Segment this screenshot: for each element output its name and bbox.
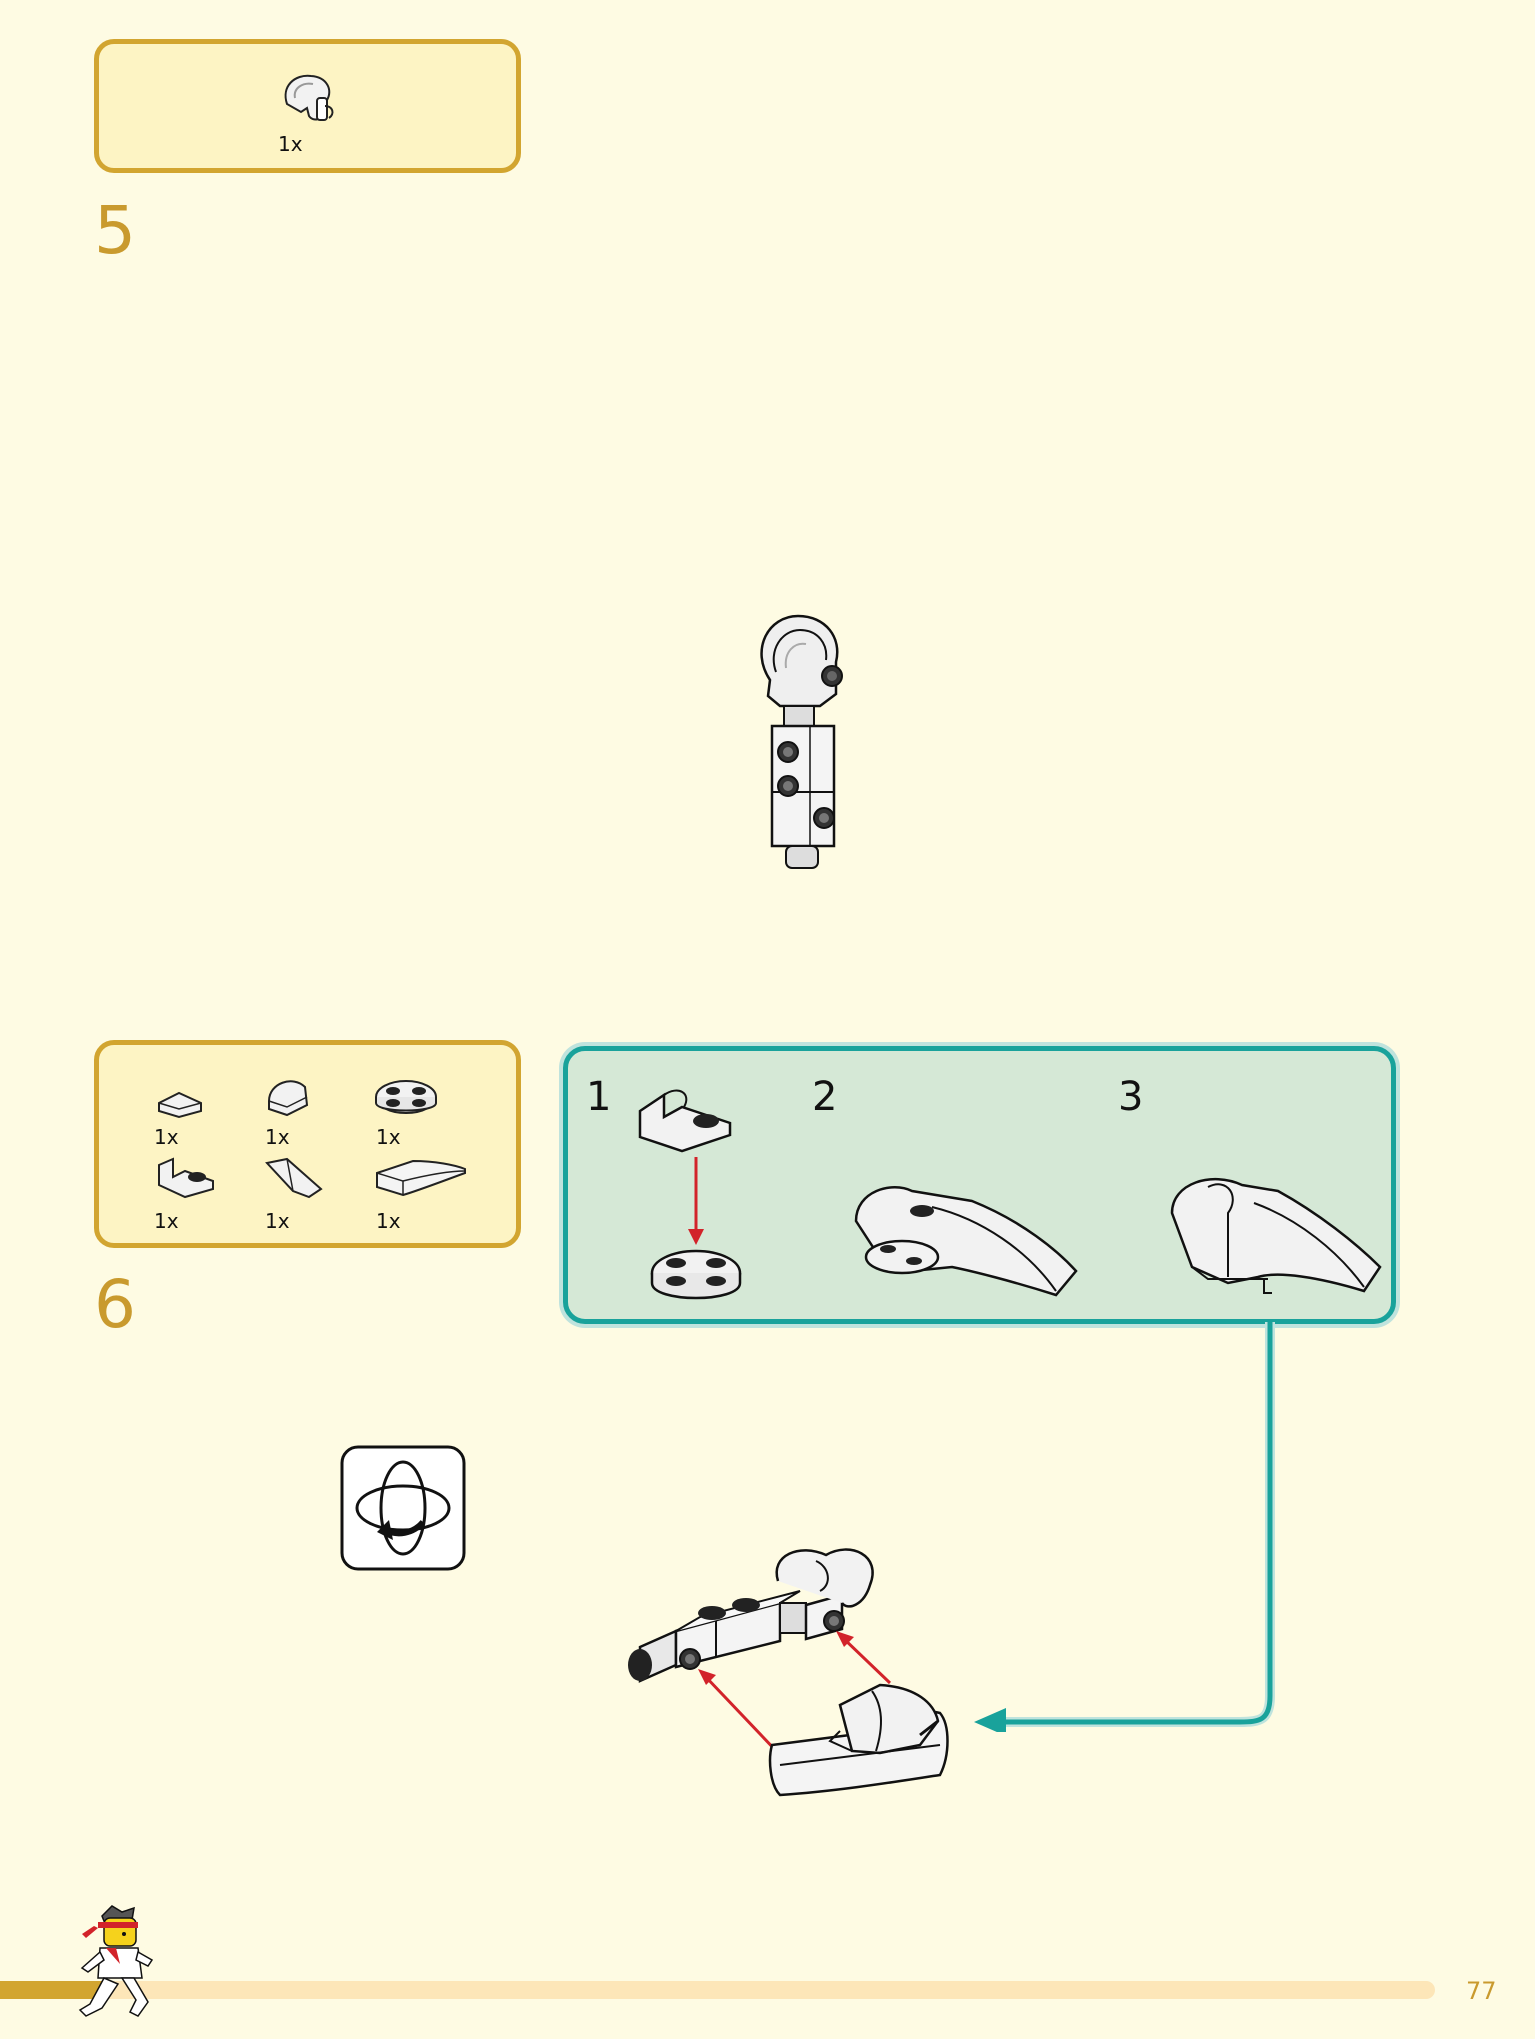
- bracket-plate-icon: [158, 1157, 214, 1199]
- wing-slope-icon: [265, 1157, 323, 1199]
- sub-step-number: 2: [812, 1074, 838, 1120]
- rotate-model-icon: [340, 1445, 466, 1571]
- page-number: 77: [1466, 1977, 1497, 2005]
- sub-assembly-connector-arrow: [974, 1322, 1275, 1732]
- long-curved-slope-icon: [376, 1159, 466, 1197]
- sub-assembly-box: 1 2 3: [563, 1046, 1396, 1324]
- substep-2-illustration: [854, 1186, 1078, 1297]
- parts-list-step-5: 1x: [94, 39, 521, 173]
- running-minifigure-icon: [78, 1905, 154, 2017]
- step-5-assembly-illustration: [760, 614, 843, 869]
- part-quantity: 1x: [265, 1209, 290, 1233]
- progress-track: [0, 1981, 1435, 1999]
- progress-fill: [0, 1981, 110, 1999]
- substep-3-illustration: [1170, 1177, 1382, 1294]
- step-number: 6: [94, 1266, 136, 1343]
- step-6-assembly-illustration: [628, 1548, 949, 1797]
- step-number: 5: [94, 192, 136, 269]
- part-quantity: 1x: [265, 1125, 290, 1149]
- sub-step-number: 1: [586, 1074, 612, 1120]
- part-quantity: 1x: [376, 1209, 401, 1233]
- part-quantity: 1x: [154, 1209, 179, 1233]
- curved-slope-icon: [268, 1080, 309, 1117]
- part-quantity: 1x: [278, 132, 303, 156]
- part-quantity: 1x: [154, 1125, 179, 1149]
- parts-list-step-6: 1x 1x 1x 1x 1x 1x: [94, 1040, 521, 1248]
- sub-step-number: 3: [1118, 1074, 1144, 1120]
- wedge-plate-icon: [158, 1091, 202, 1119]
- round-plate-icon: [375, 1080, 437, 1114]
- substep-1-illustration: [638, 1089, 742, 1300]
- curved-hinge-brick-icon: [284, 74, 334, 121]
- part-quantity: 1x: [376, 1125, 401, 1149]
